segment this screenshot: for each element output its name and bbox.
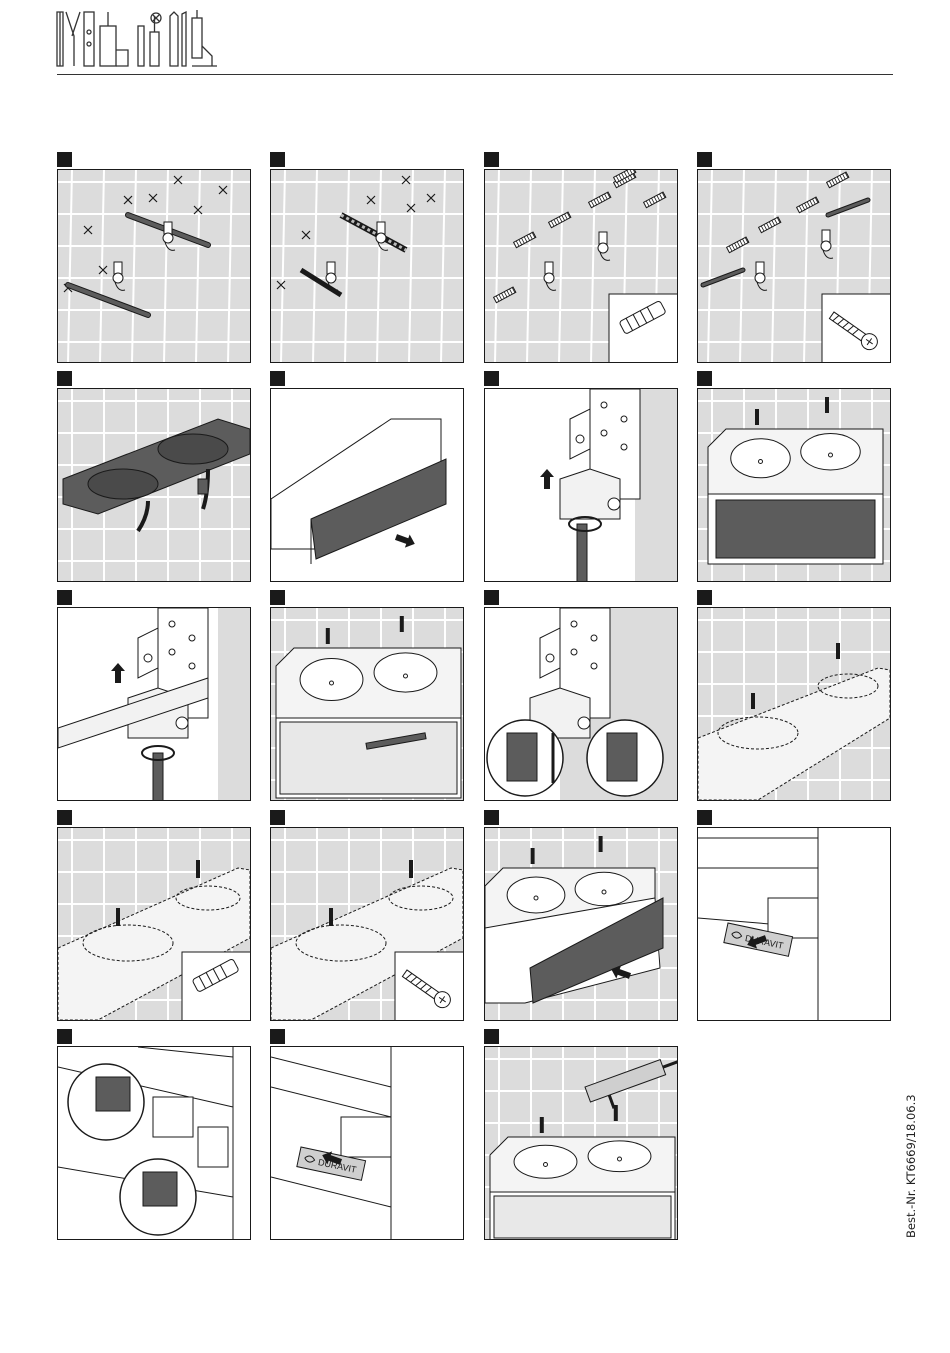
caulking-gun-icon — [192, 10, 217, 66]
step-marker — [270, 810, 285, 825]
step-marker — [57, 152, 72, 167]
step-marker — [697, 810, 712, 825]
step-illustration — [270, 169, 464, 363]
step-marker — [57, 1029, 72, 1044]
step-marker — [57, 810, 72, 825]
step-5-basin-siphon — [57, 388, 251, 582]
step-marker — [484, 1029, 499, 1044]
step-4-wall-screws — [697, 169, 891, 363]
step-illustration — [484, 1046, 678, 1240]
step-18-logo-press: DURAVIT — [270, 1046, 464, 1240]
tool-icons-header — [52, 6, 222, 72]
step-2-wall-drill — [270, 169, 464, 363]
step-9-rail-adjust — [57, 607, 251, 801]
step-15-drawer-in — [484, 827, 678, 1021]
step-marker — [270, 1029, 285, 1044]
step-illustration — [57, 827, 251, 1021]
screwdriver-icon — [150, 16, 159, 66]
step-3-wall-plugs — [484, 169, 678, 363]
drill-icon — [100, 12, 128, 66]
step-marker — [484, 371, 499, 386]
step-10-unit-drawer — [270, 607, 464, 801]
step-illustration — [484, 388, 678, 582]
step-illustration — [57, 388, 251, 582]
step-marker — [270, 371, 285, 386]
step-illustration — [57, 169, 251, 363]
step-marker — [57, 371, 72, 386]
step-marker — [270, 590, 285, 605]
wrench-icon — [170, 12, 186, 66]
step-marker — [697, 152, 712, 167]
step-illustration — [697, 607, 891, 801]
step-marker — [484, 590, 499, 605]
step-marker — [697, 371, 712, 386]
step-13-top-plug — [57, 827, 251, 1021]
step-marker — [57, 590, 72, 605]
step-6-drawer-out — [270, 388, 464, 582]
step-illustration — [270, 388, 464, 582]
step-illustration — [270, 827, 464, 1021]
step-illustration — [270, 607, 464, 801]
step-illustration — [484, 169, 678, 363]
step-illustration: DURAVIT — [270, 1046, 464, 1240]
step-marker — [484, 152, 499, 167]
step-7-bracket-adjust — [484, 388, 678, 582]
step-8-unit-open — [697, 388, 891, 582]
step-illustration — [484, 607, 678, 801]
step-illustration — [57, 607, 251, 801]
step-illustration — [697, 388, 891, 582]
order-number: Best.-Nr. KT6669/18.06.3 — [904, 1094, 918, 1238]
step-1-wall-mark — [57, 169, 251, 363]
step-11-cabinet-adjust — [484, 607, 678, 801]
step-illustration — [484, 827, 678, 1021]
step-illustration: DURAVIT — [697, 827, 891, 1021]
step-illustration — [57, 1046, 251, 1240]
step-19-silicone — [484, 1046, 678, 1240]
level-icon — [57, 12, 80, 66]
step-marker — [484, 810, 499, 825]
step-marker — [697, 590, 712, 605]
header-rule — [57, 74, 893, 75]
step-16-logo-plate: DURAVIT — [697, 827, 891, 1021]
step-14-top-screw — [270, 827, 464, 1021]
step-marker — [270, 152, 285, 167]
spirit-level-icon — [84, 12, 94, 66]
step-illustration — [697, 169, 891, 363]
step-12-top-dashed — [697, 607, 891, 801]
step-17-logo-adjust — [57, 1046, 251, 1240]
